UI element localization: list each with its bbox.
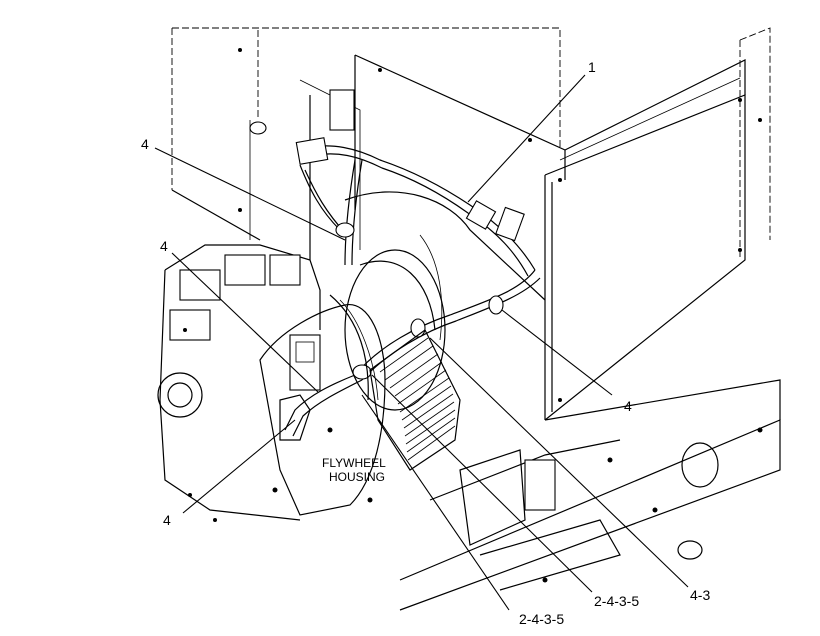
callout-2-4-3-5-a: 2-4-3-5 — [594, 593, 639, 609]
callout-4-3: 4-3 — [690, 587, 710, 603]
generator-enclosure — [354, 54, 762, 421]
flywheel-label-line1: FLYWHEEL — [322, 456, 386, 470]
flywheel-label-line2: HOUSING — [329, 470, 385, 484]
leader-4-top — [154, 147, 346, 241]
leader-4-bottom — [182, 419, 296, 514]
callouts: 1 4 4 4 4 2-4-3-5 2-4-3-5 4-3 — [141, 59, 710, 627]
leader-2435-b — [361, 394, 510, 611]
leader-2435-a — [371, 374, 593, 593]
radiator-grille — [329, 294, 461, 471]
base-frame — [399, 379, 781, 611]
leader-lines — [154, 74, 689, 611]
generator-body — [344, 191, 546, 411]
callout-4-bottom: 4 — [163, 512, 171, 528]
flywheel-housing-label: FLYWHEEL HOUSING — [322, 456, 386, 484]
leader-4-left — [171, 252, 319, 393]
callout-4-right: 4 — [624, 398, 632, 414]
callout-4-left: 4 — [160, 238, 168, 254]
callout-4-top: 4 — [141, 136, 149, 152]
flywheel-housing — [259, 299, 386, 516]
callout-2-4-3-5-b: 2-4-3-5 — [519, 611, 564, 627]
leader-43 — [429, 337, 689, 588]
callout-1: 1 — [588, 59, 596, 75]
wire-harness — [284, 137, 541, 437]
back-panel — [171, 48, 361, 260]
leader-4-right — [501, 309, 613, 396]
cabinet-outline — [171, 27, 771, 260]
engine-block — [157, 244, 321, 522]
leader-1 — [467, 74, 586, 203]
